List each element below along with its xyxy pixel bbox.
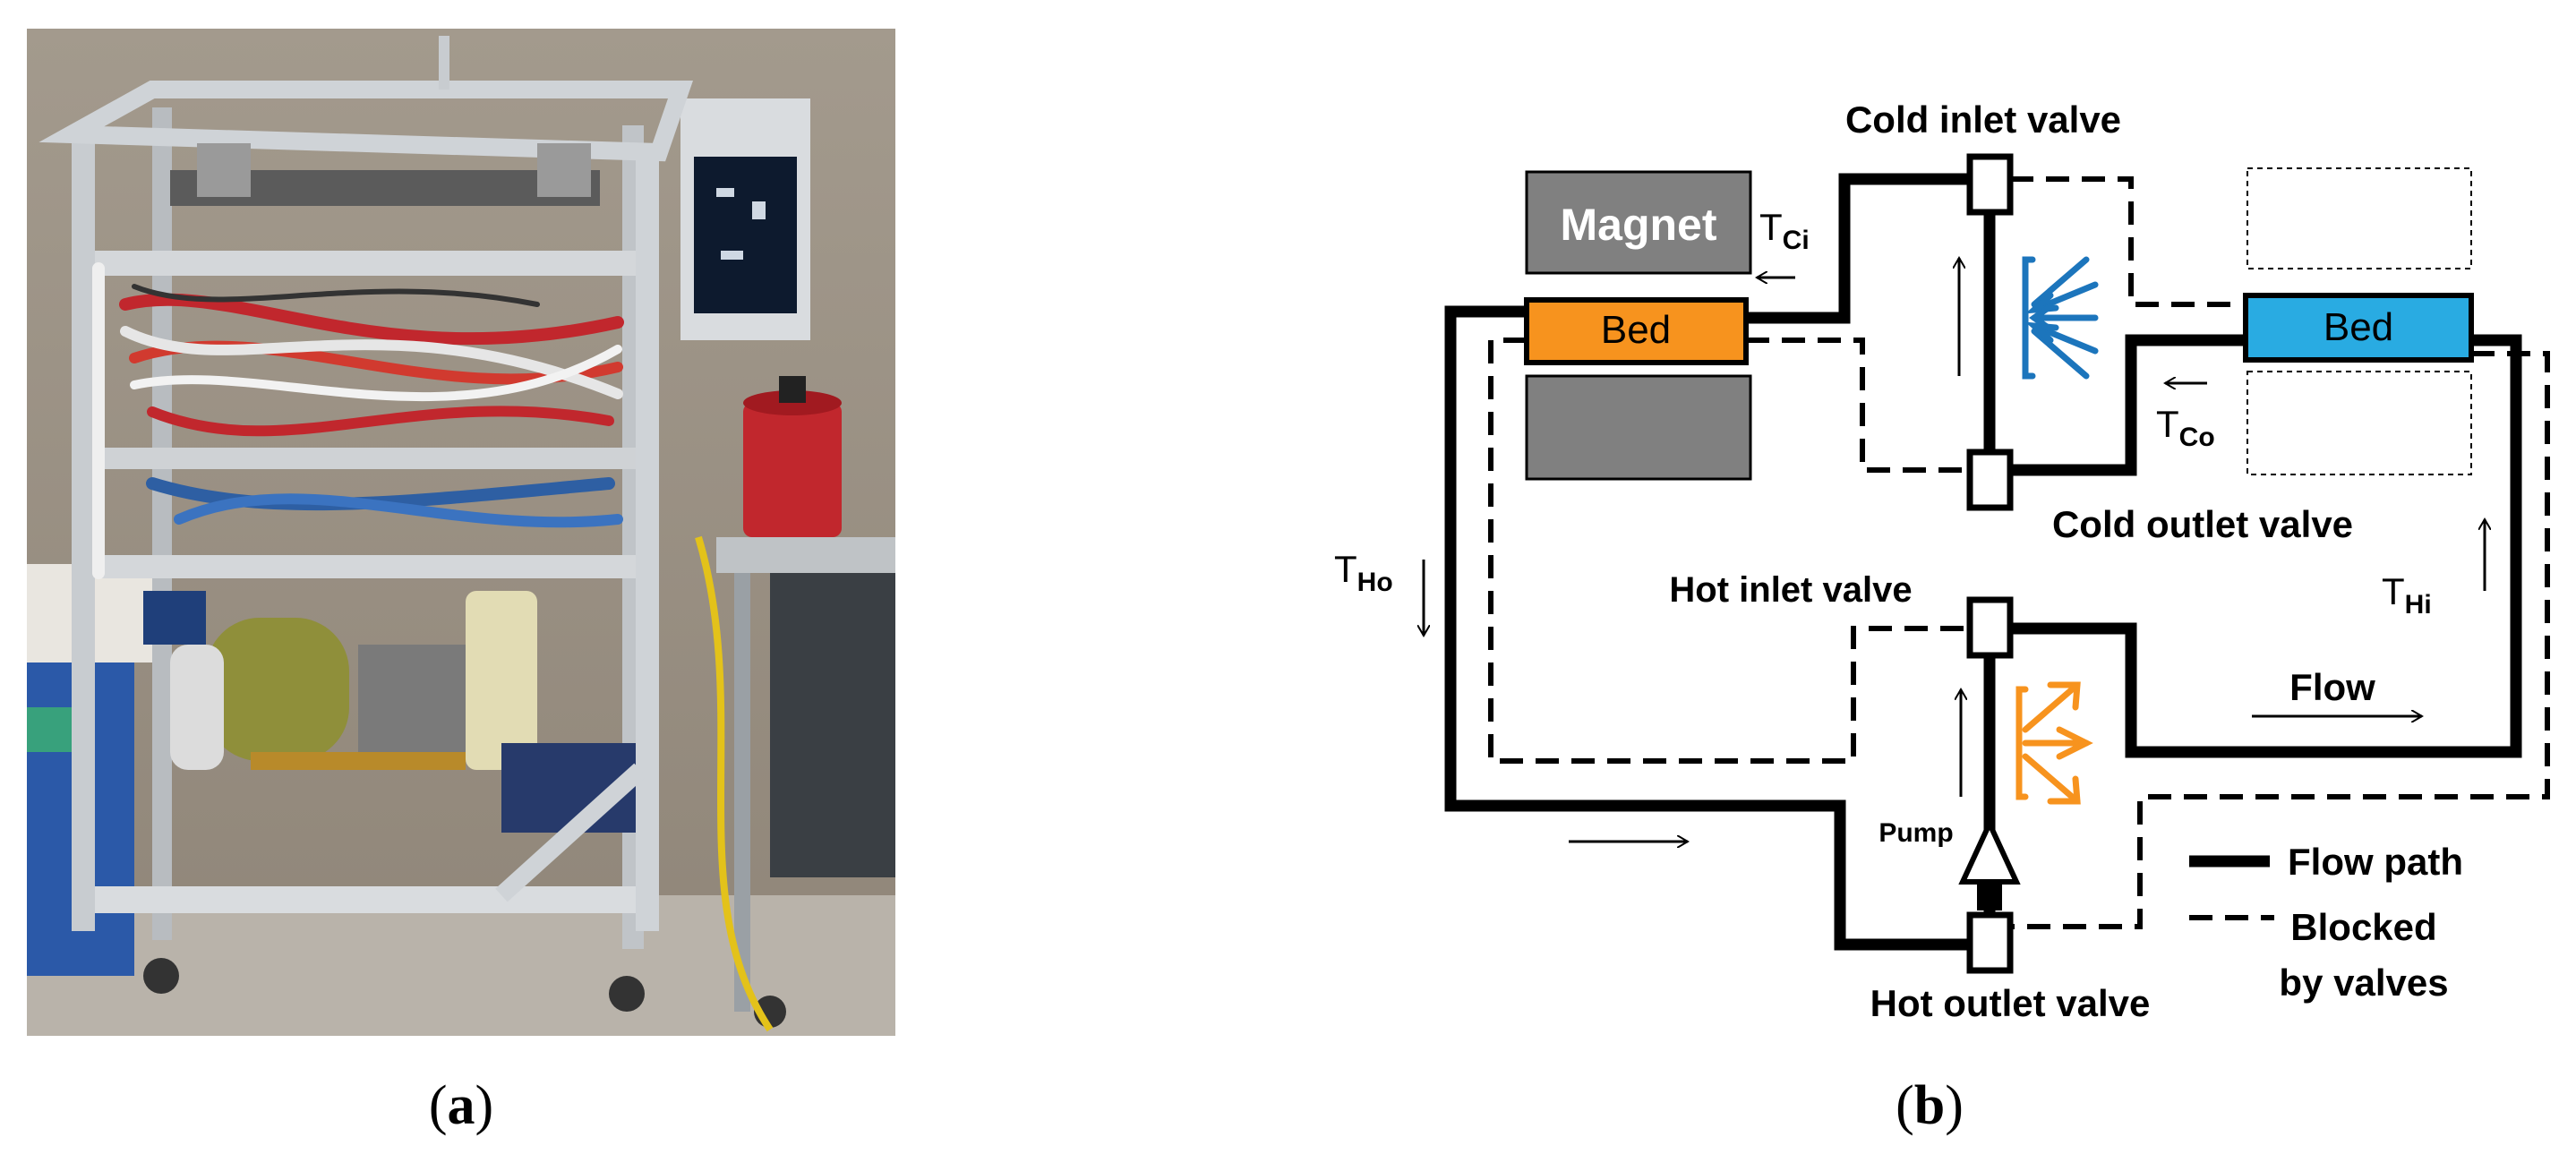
photo-red-variac (743, 403, 842, 537)
photo-frame-rod (439, 36, 449, 90)
photo-shelf-2 (95, 448, 636, 469)
bed-left-label: Bed (1601, 308, 1671, 352)
photo-table-cabinet (770, 573, 895, 877)
photo-blue-valve (143, 591, 206, 645)
photo-pump-block (358, 645, 466, 752)
photo-reservoir (466, 591, 537, 770)
legend-blocked-label-2: by valves (2279, 962, 2448, 1004)
hot-exchanger-arrows (2015, 681, 2093, 805)
photo-cross-brace (495, 763, 646, 902)
photo-table-top (716, 537, 895, 573)
photo-top-block-left (197, 143, 251, 197)
photo-panel-light-2 (752, 201, 766, 219)
magnet-bottom-left (1525, 374, 1752, 481)
photo-frame-top (39, 81, 693, 162)
thin-arrows (1424, 258, 2485, 842)
legend-flow-label: Flow path (2288, 841, 2463, 883)
pump-symbol (1958, 816, 2021, 885)
t-ci-label: TCi (1759, 206, 1810, 255)
cold-inlet-valve-label: Cold inlet valve (1845, 98, 2121, 141)
photo-caster-2 (609, 976, 645, 1012)
pump-label: Pump (1879, 818, 1953, 848)
magnet-top-right-empty (2247, 167, 2472, 269)
caption-a: (a) (429, 1075, 493, 1136)
flow-label: Flow (2289, 666, 2375, 708)
cold-outlet-valve-label: Cold outlet valve (2052, 503, 2353, 545)
t-hi-label: THi (2382, 570, 2432, 620)
photo-yellow-coil (206, 618, 349, 761)
magnet-top-left (1525, 170, 1752, 275)
t-co-label: TCo (2156, 403, 2215, 452)
photo-filter-canister (170, 645, 224, 770)
photo-shelf-1 (95, 251, 636, 276)
schematic-panel: Magnet (1334, 98, 2550, 1024)
cold-inlet-valve (1966, 153, 2014, 216)
photo-top-block-right (537, 143, 591, 197)
photo-panel-light-3 (721, 251, 743, 260)
photo-frame-post-right (636, 152, 659, 931)
bed-right-label: Bed (2324, 305, 2393, 349)
hot-outlet-valve (1966, 911, 2014, 974)
magnet-bottom-right-empty (2247, 371, 2472, 475)
hot-inlet-valve (1966, 596, 2014, 659)
blocked-path-lines (1488, 176, 2550, 929)
photo-panel (27, 29, 895, 1036)
cold-outlet-valve (1966, 449, 2014, 511)
t-ho-label: THo (1334, 548, 1393, 597)
photo-shelf-3 (95, 555, 636, 578)
bed-right (2243, 293, 2474, 363)
photo-yellow-cable (695, 535, 774, 1032)
photo-shelf-bottom (95, 886, 636, 913)
photo-panel-light-1 (716, 188, 734, 197)
hot-outlet-valve-label: Hot outlet valve (1870, 982, 2151, 1024)
photo-caster-1 (143, 958, 179, 994)
pump-base (1977, 882, 2002, 910)
photo-variac-knob (779, 376, 806, 403)
photo-control-panel (694, 157, 797, 313)
photo-frame-post-left (72, 134, 95, 931)
photo-tubing (92, 262, 624, 579)
photo-table-leg (734, 573, 750, 1012)
cold-exchanger-arrows (2022, 256, 2099, 380)
photo-frame-post-left-back (152, 107, 172, 940)
legend: Flow path Blocked by valves (2189, 841, 2463, 1004)
caption-b: (b) (1896, 1075, 1964, 1136)
photo-brass-fitting (251, 752, 466, 770)
flow-path-lines (1444, 173, 2522, 951)
legend-blocked-label-1: Blocked (2290, 906, 2436, 948)
bed-left (1524, 297, 1749, 365)
hot-inlet-valve-label: Hot inlet valve (1669, 570, 1912, 610)
magnet-label: Magnet (1561, 200, 1717, 250)
